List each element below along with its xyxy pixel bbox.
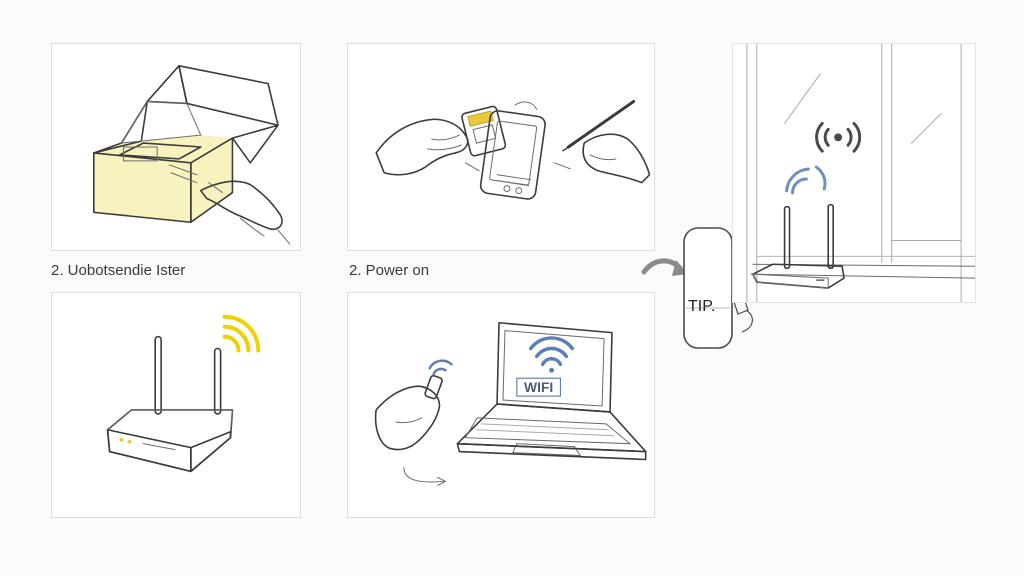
step-sim-panel [347,43,655,251]
router-icon [752,203,845,289]
wifi-screen-label: WIFI [524,379,553,395]
hand-icon [374,374,443,451]
router-icon [106,335,234,473]
wifi-signal-icon [222,314,261,353]
window-icon [746,44,975,302]
step-unbox-panel [51,43,301,251]
placement-panel [732,43,976,303]
step-two-caption: 2. Power on [349,262,430,279]
wifi-signal-icon [815,121,862,153]
wifi-signal-icon [528,336,575,373]
arrow-icon [403,466,447,486]
smartphone-icon [479,110,546,200]
step-router-panel [51,292,301,518]
arrow-icon [641,258,688,276]
stylus-icon [562,99,636,152]
step-one-caption: 2. Uobotsendie Ister [51,262,186,279]
tip-label: TIP. [688,298,716,315]
step-connect-panel: WIFI [347,292,655,518]
sim-card-icon [375,99,651,200]
laptop-icon [456,321,647,461]
open-box-icon [93,64,291,245]
